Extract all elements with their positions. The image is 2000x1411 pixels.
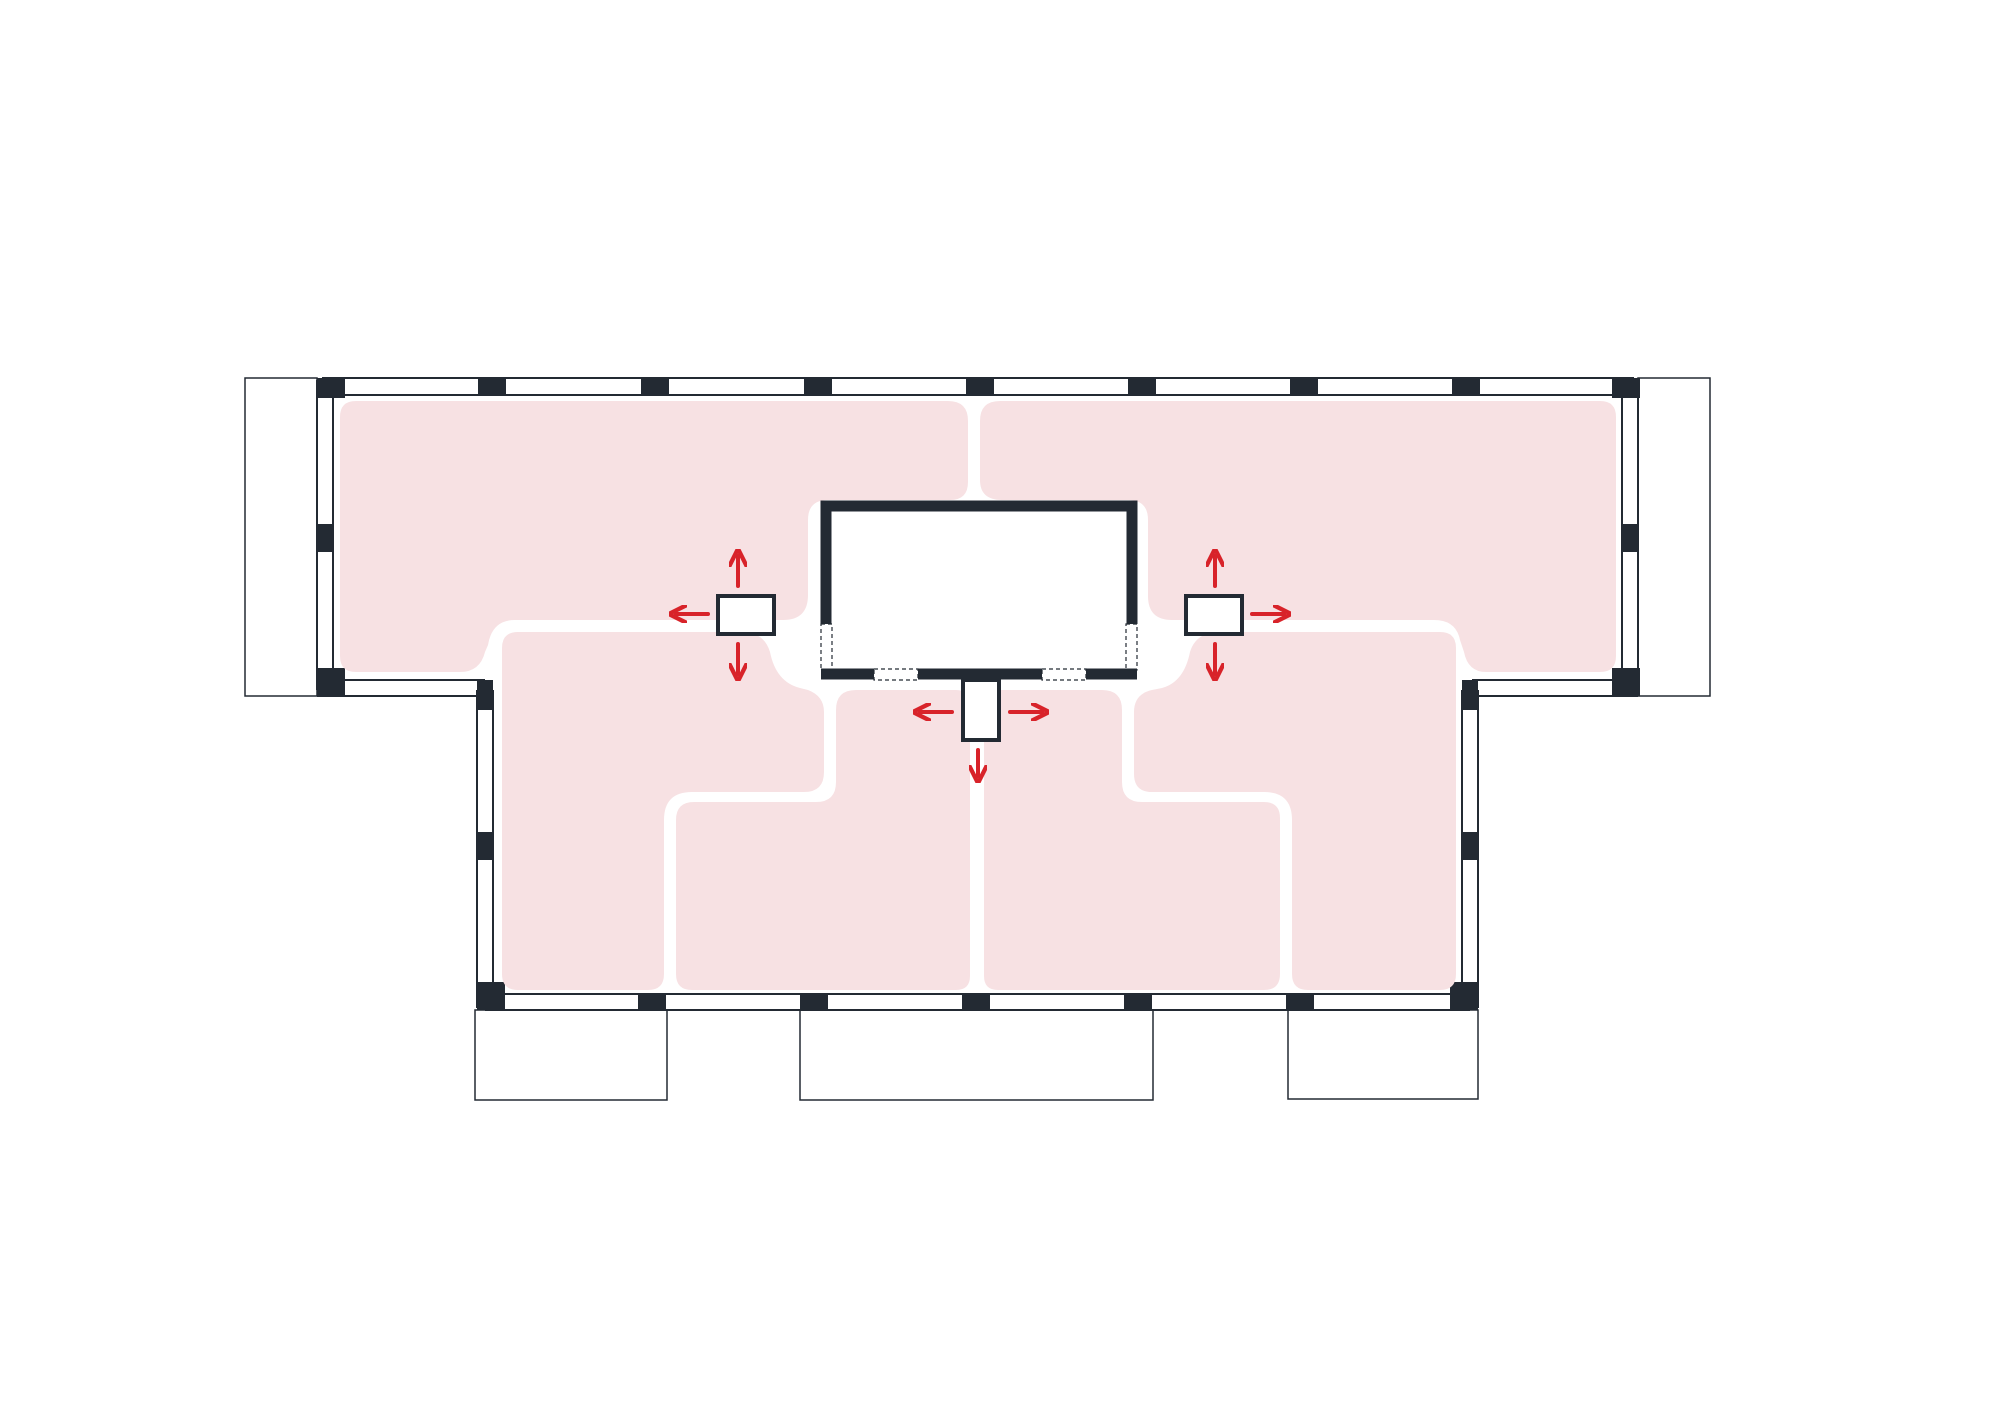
balcony-south-east [1287, 1009, 1479, 1100]
column-icon [641, 378, 669, 395]
column-icon [1462, 832, 1478, 860]
column-icon [1286, 994, 1314, 1010]
balcony-south-west [474, 1009, 668, 1101]
column-icon [317, 378, 345, 398]
column-icon [638, 994, 666, 1010]
central-core [820, 500, 1138, 742]
column-icon [1450, 982, 1478, 1010]
column-icon [477, 982, 505, 1010]
zone-south-east-inner [984, 690, 1280, 990]
diffusers [716, 594, 1244, 636]
core-wall [820, 500, 1138, 624]
riser-south [961, 678, 1001, 742]
zone-south-west-outer [502, 632, 824, 990]
air-diffuser-icon [716, 594, 776, 636]
column-icon [804, 378, 832, 395]
column-icon [1612, 378, 1640, 398]
air-diffuser-icon [1184, 594, 1244, 636]
column-icon [1128, 378, 1156, 395]
balcony-east [1637, 377, 1711, 697]
airflow-arrows [676, 556, 1284, 776]
column-icon [1290, 378, 1318, 395]
balcony-west [244, 377, 318, 697]
column-icon [966, 378, 994, 395]
column-icon [1612, 668, 1640, 696]
zones [340, 401, 1616, 990]
zone-north-east [980, 401, 1616, 672]
column-icon [1452, 378, 1480, 395]
balcony-south-center [799, 1009, 1154, 1101]
column-icon [1462, 680, 1478, 710]
zone-north-west [340, 401, 968, 672]
column-icon [478, 378, 506, 395]
core-interior [828, 508, 1130, 674]
column-icon [800, 994, 828, 1010]
column-icon [477, 680, 493, 710]
zone-south-east-outer [1134, 632, 1456, 990]
core-openings [820, 623, 1138, 681]
column-icon [1124, 994, 1152, 1010]
column-icon [317, 524, 333, 552]
column-icon [317, 668, 345, 696]
column-icon [962, 994, 990, 1010]
columns [317, 378, 1640, 1010]
column-icon [1622, 524, 1638, 552]
zone-south-west-inner [676, 690, 970, 990]
column-icon [477, 832, 493, 860]
